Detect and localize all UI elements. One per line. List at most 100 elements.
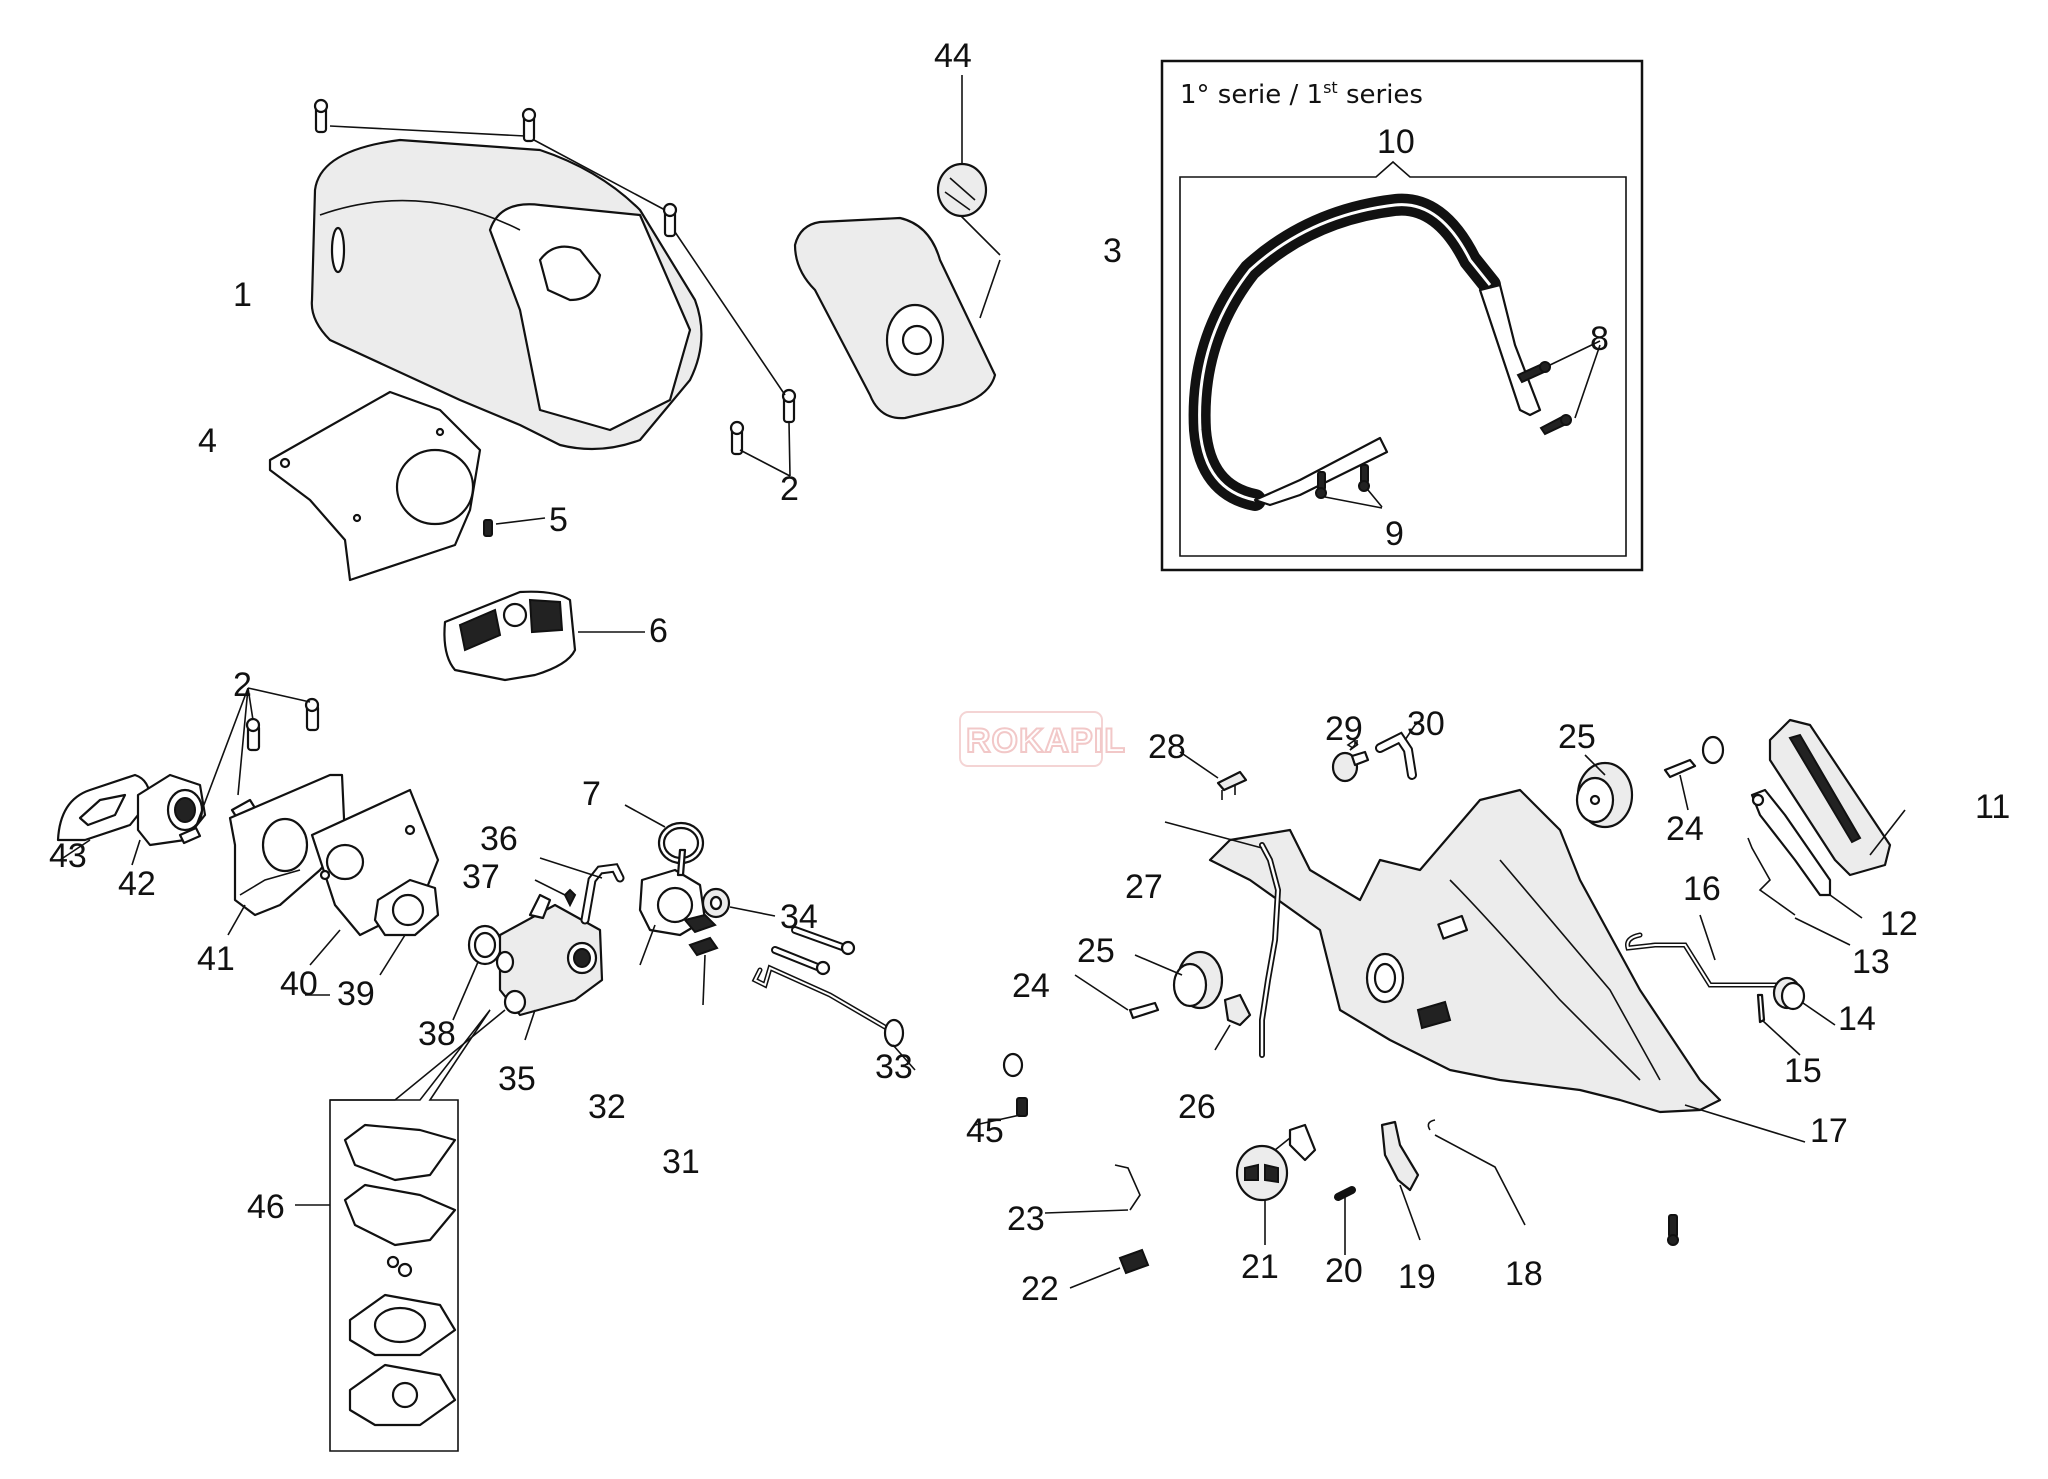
part-15-clip[interactable] <box>1756 993 1801 1056</box>
inset-title: 1° serie / 1st series <box>1180 78 1423 110</box>
callout-30: 30 <box>1407 705 1445 743</box>
callout-5: 5 <box>549 501 568 539</box>
callout-43: 43 <box>49 837 87 875</box>
callout-37: 37 <box>462 858 500 896</box>
part-14-damper[interactable] <box>1772 976 1836 1026</box>
callout-40: 40 <box>280 965 318 1003</box>
part-24-pin-top[interactable] <box>1663 735 1725 811</box>
part-17-tank-housing[interactable] <box>1208 788 1806 1143</box>
part-46-carburetor-kit[interactable] <box>305 994 506 1452</box>
callout-32: 32 <box>588 1088 626 1126</box>
part-1-top-cover[interactable] <box>310 138 703 451</box>
part-38-seal-ring[interactable] <box>452 924 503 1021</box>
part-3-filter-cover[interactable] <box>793 204 1001 420</box>
callout-16: 16 <box>1683 870 1721 908</box>
part-33-choke-rod[interactable] <box>751 964 916 1071</box>
part-23-wire[interactable] <box>1044 1164 1141 1214</box>
callout-13: 13 <box>1852 943 1890 981</box>
part-6-air-filter[interactable] <box>443 590 645 682</box>
part-21-fuel-cap[interactable] <box>1235 1123 1317 1245</box>
part-43-gasket[interactable] <box>56 773 152 861</box>
part-37-spring[interactable] <box>534 879 577 908</box>
callout-45: 45 <box>966 1112 1004 1150</box>
part-30-hose[interactable] <box>1375 719 1424 780</box>
callout-1: 1 <box>233 276 252 314</box>
callout-42: 42 <box>118 865 156 903</box>
callout-2-mid: 2 <box>233 666 252 704</box>
callout-41: 41 <box>197 940 235 978</box>
callout-31: 31 <box>662 1143 700 1181</box>
part-18-spring[interactable] <box>1427 1119 1526 1226</box>
watermark-logo: ROKAPIL <box>959 711 1126 767</box>
part-8-screws[interactable] <box>1516 340 1601 436</box>
part-36-tube[interactable] <box>539 857 625 925</box>
callout-2-top: 2 <box>780 470 799 508</box>
part-34-grommet[interactable] <box>701 887 776 919</box>
callout-14: 14 <box>1838 1000 1876 1038</box>
callout-35: 35 <box>498 1060 536 1098</box>
callout-24-top: 24 <box>1666 810 1704 848</box>
part-35-carburetor[interactable] <box>495 893 604 1041</box>
callout-3: 3 <box>1103 232 1122 270</box>
part-16-rod[interactable] <box>1625 914 1783 988</box>
callout-33: 33 <box>875 1048 913 1086</box>
part-19-lever[interactable] <box>1380 1120 1421 1241</box>
callout-4: 4 <box>198 422 217 460</box>
callout-34: 34 <box>780 898 818 936</box>
part-22-switch[interactable] <box>1069 1248 1150 1289</box>
callout-25-top: 25 <box>1558 718 1596 756</box>
part-44-knob[interactable] <box>936 75 988 218</box>
part-39-gasket[interactable] <box>373 878 440 976</box>
callout-25-lower: 25 <box>1077 932 1115 970</box>
callout-46: 46 <box>247 1188 285 1226</box>
part-7-o-ring[interactable] <box>624 804 705 865</box>
part-long-screws[interactable] <box>771 926 856 976</box>
callout-20: 20 <box>1325 1252 1363 1290</box>
part-32-flange[interactable] <box>638 848 717 966</box>
callout-15: 15 <box>1784 1052 1822 1090</box>
callout-19: 19 <box>1398 1258 1436 1296</box>
part-10-front-handle[interactable] <box>1188 193 1542 511</box>
callout-39: 39 <box>337 975 375 1013</box>
part-24-pin-lower[interactable] <box>1074 974 1160 1020</box>
callout-11: 11 <box>1975 788 2010 826</box>
callout-22: 22 <box>1021 1270 1059 1308</box>
part-25-buffer-lower[interactable] <box>1134 950 1224 1010</box>
part-9-screws[interactable] <box>1315 464 1383 509</box>
part-27-fuel-hose[interactable] <box>1164 821 1282 1058</box>
part-42-intake-manifold[interactable] <box>131 773 207 866</box>
callout-26: 26 <box>1178 1088 1216 1126</box>
callout-27: 27 <box>1125 868 1163 906</box>
callout-18: 18 <box>1505 1255 1543 1293</box>
callout-6: 6 <box>649 612 668 650</box>
part-26-filter[interactable] <box>1214 993 1252 1051</box>
part-4-heat-shield[interactable] <box>268 390 482 582</box>
callout-12: 12 <box>1880 905 1918 943</box>
part-25-buffer-top[interactable] <box>1575 754 1634 829</box>
callout-29: 29 <box>1325 710 1363 748</box>
leader-29 <box>1349 744 1356 751</box>
watermark-text: ROKAPIL <box>966 722 1126 760</box>
callout-10: 10 <box>1377 123 1415 161</box>
part-41-carb-support[interactable] <box>227 773 347 936</box>
part-5-screw[interactable] <box>483 517 546 537</box>
callout-28: 28 <box>1148 728 1186 766</box>
part-12-throttle-trigger[interactable] <box>1750 788 1863 919</box>
part-11-rear-handle-cover[interactable] <box>1768 718 1906 877</box>
callout-21: 21 <box>1241 1248 1279 1286</box>
part-washer[interactable] <box>1002 1052 1024 1078</box>
part-45-screw[interactable] <box>974 1097 1028 1126</box>
callout-9: 9 <box>1385 515 1404 553</box>
inset-first-series: 1° serie / 1st series <box>1160 59 1644 572</box>
callout-7: 7 <box>582 775 601 813</box>
part-2-screws-top[interactable] <box>313 98 797 477</box>
part-29-plug[interactable] <box>1331 738 1370 783</box>
callout-24-lower: 24 <box>1012 967 1050 1005</box>
part-13-spring[interactable] <box>1747 837 1851 946</box>
callout-44: 44 <box>934 37 972 75</box>
part-extra-screw[interactable] <box>1667 1214 1679 1246</box>
part-28-connector[interactable] <box>1179 751 1248 800</box>
part-31-pad[interactable] <box>688 936 719 1006</box>
part-20-pin[interactable] <box>1334 1186 1356 1255</box>
